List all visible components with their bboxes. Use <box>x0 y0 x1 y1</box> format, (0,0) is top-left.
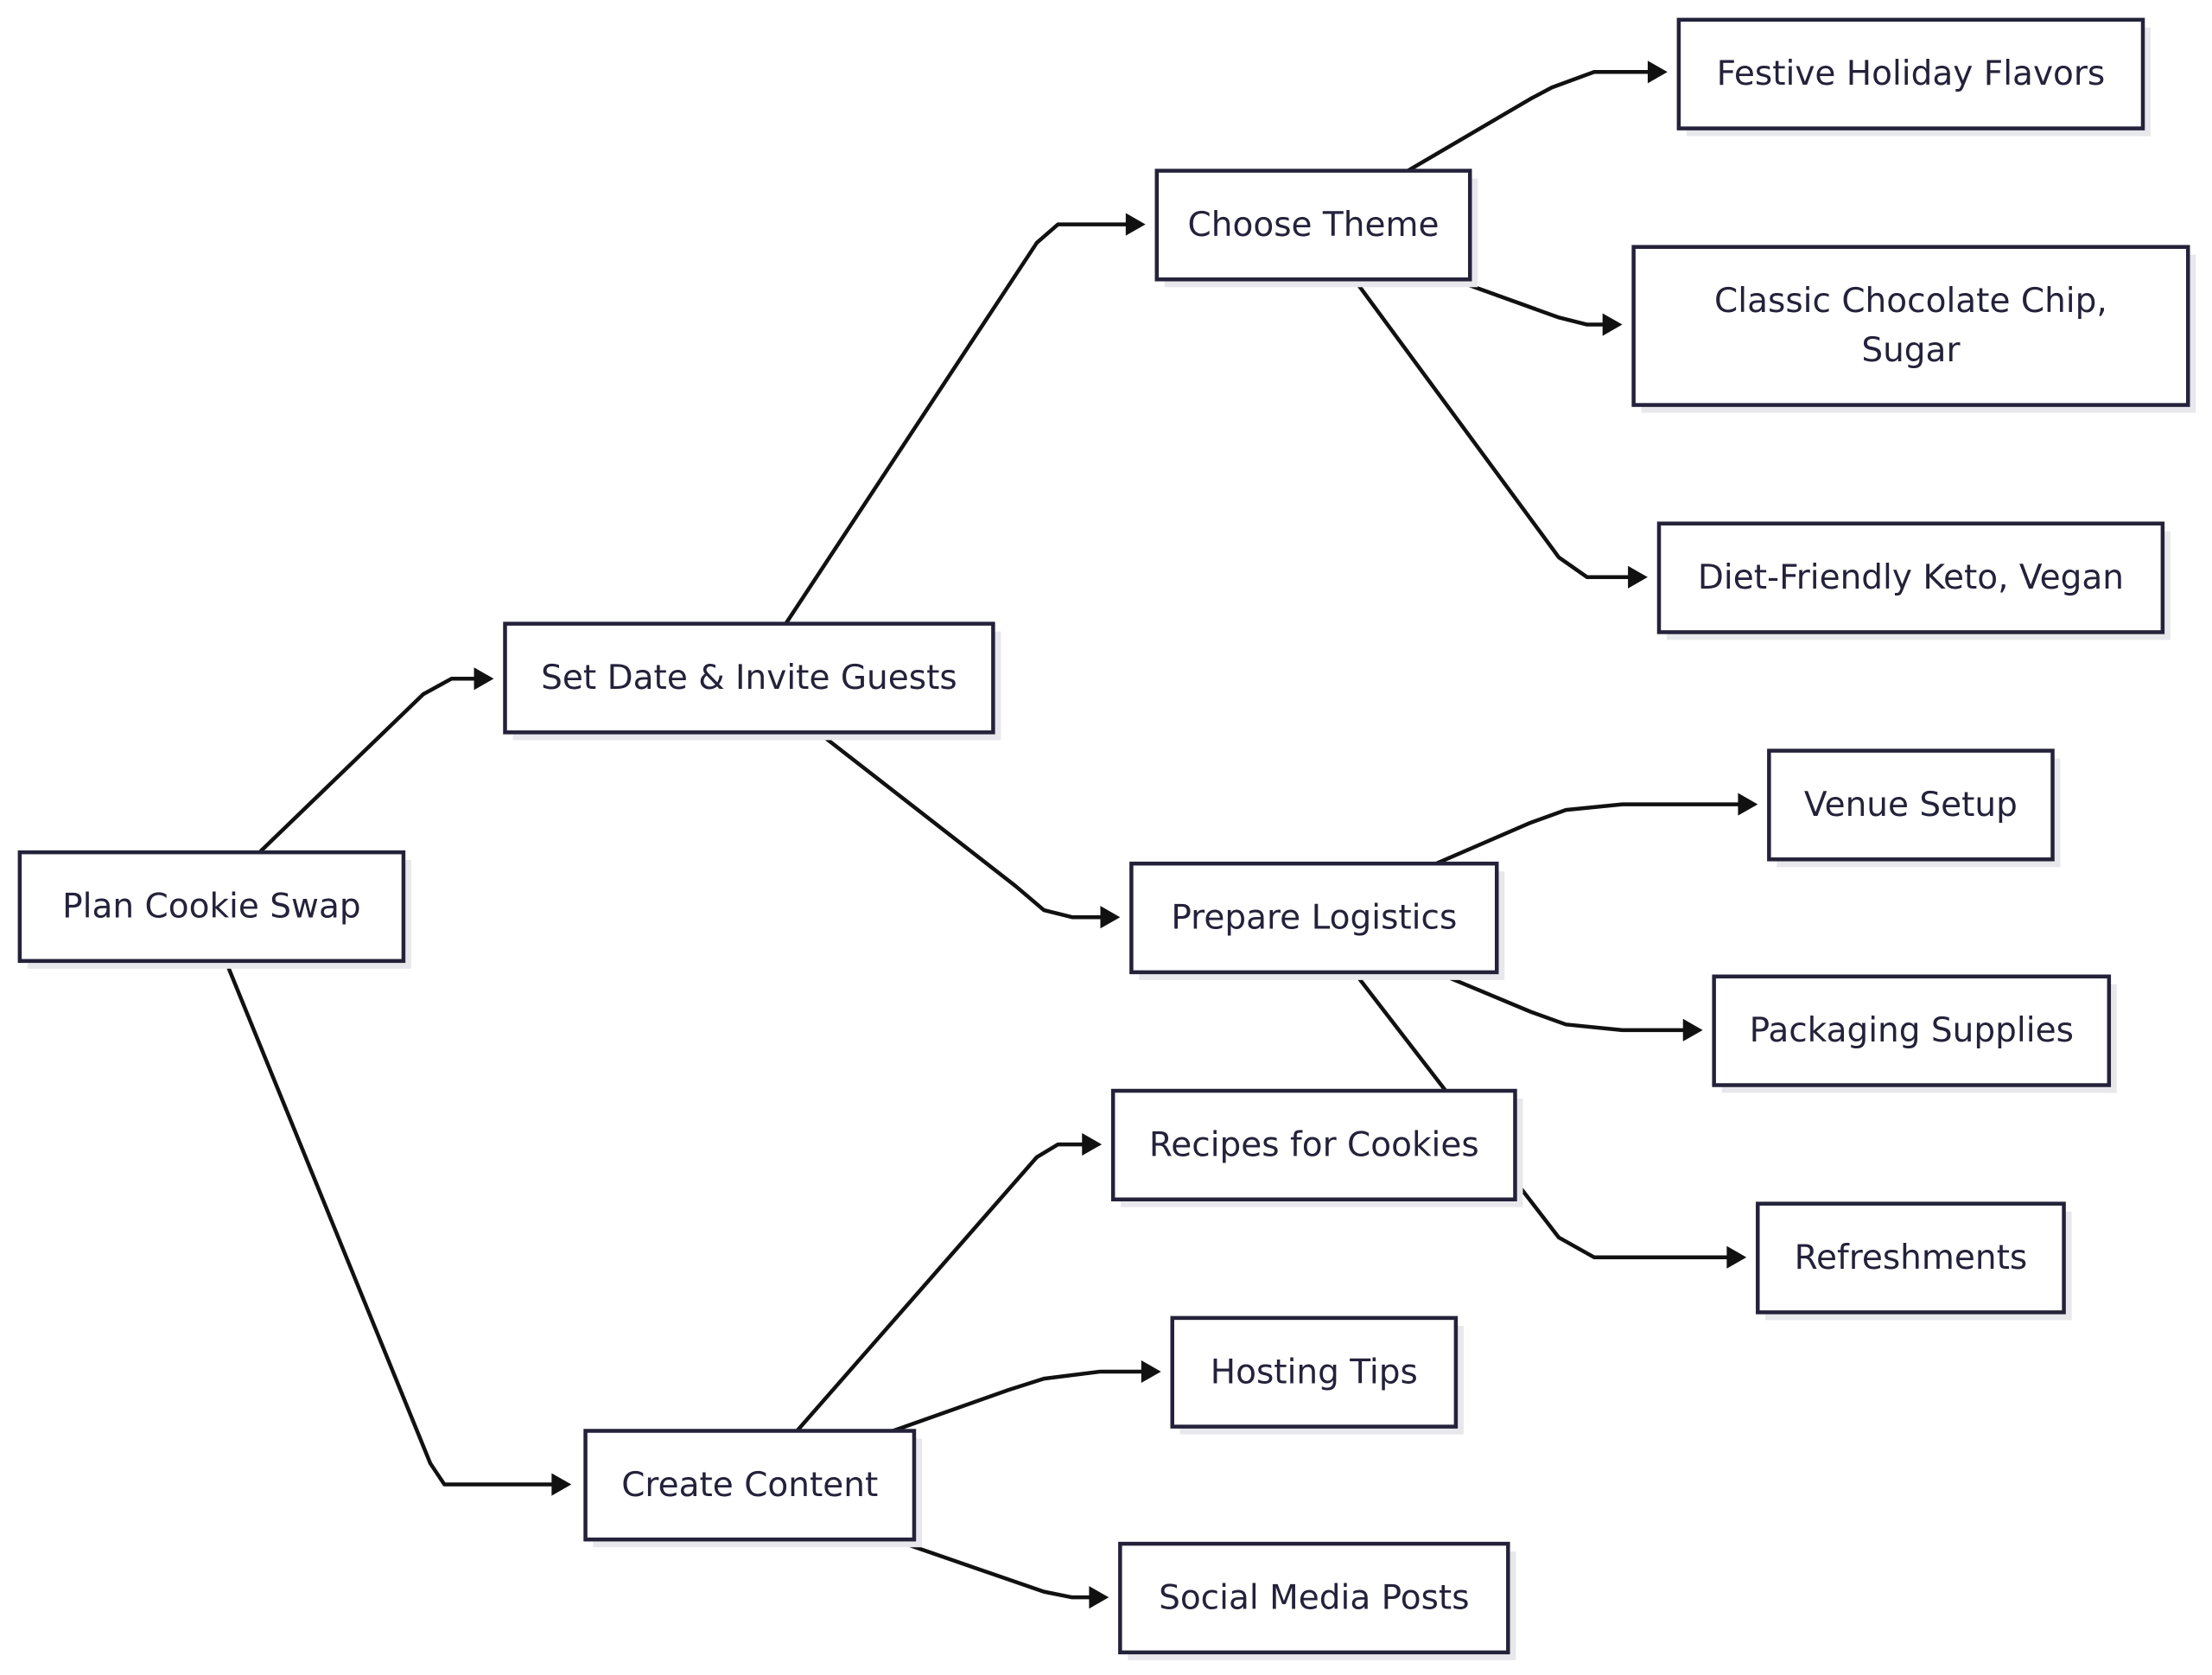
node-label: Festive Holiday Flavors <box>1717 54 2106 93</box>
nodes: Plan Cookie Swap Set Date & Invite Guests… <box>17 17 2196 1660</box>
edge-content-to-recipes <box>795 1142 1084 1433</box>
arrowhead-theme-to-classic <box>1602 313 1623 336</box>
node-box <box>1767 748 2055 862</box>
edge-setdate-to-theme <box>784 222 1128 626</box>
node-label: Sugar <box>1861 331 1961 370</box>
node-label: Choose Theme <box>1188 206 1440 245</box>
node-label: Classic Chocolate Chip, <box>1714 282 2107 321</box>
arrowhead-plan-to-setdate <box>474 667 494 691</box>
node-prepare-logistics: Prepare Logistics <box>1129 861 1505 980</box>
node-plan-cookie-swap: Plan Cookie Swap <box>17 850 411 969</box>
node-label: Set Date & Invite Guests <box>541 659 957 697</box>
arrowhead-content-to-hosting <box>1141 1360 1161 1383</box>
node-label: Hosting Tips <box>1211 1353 1418 1392</box>
node-hosting-tips: Hosting Tips <box>1170 1315 1464 1435</box>
node-social-media-posts: Social Media Posts <box>1118 1541 1516 1660</box>
node-festive-holiday-flavors: Festive Holiday Flavors <box>1676 17 2151 137</box>
arrowhead-theme-to-festive <box>1647 61 1668 84</box>
node-label: Packaging Supplies <box>1750 1011 2074 1050</box>
node-box <box>1631 245 2190 407</box>
edge-plan-to-setdate <box>258 677 476 853</box>
edge-content-to-hosting <box>891 1369 1144 1433</box>
node-diet-friendly-keto-vegan: Diet-Friendly Keto, Vegan <box>1656 521 2171 640</box>
edge-setdate-to-logistics <box>816 730 1103 920</box>
node-box <box>583 1429 917 1542</box>
arrowhead-theme-to-diet <box>1628 565 1648 589</box>
node-create-content: Create Content <box>583 1429 922 1548</box>
node-packaging-supplies: Packaging Supplies <box>1712 974 2117 1093</box>
arrowhead-setdate-to-theme <box>1125 213 1146 236</box>
edge-logistics-to-packaging <box>1433 970 1686 1033</box>
node-label: Refreshments <box>1795 1239 2028 1277</box>
node-box <box>1118 1541 1510 1655</box>
node-label: Social Media Posts <box>1159 1578 1469 1617</box>
node-box <box>1170 1315 1459 1429</box>
arrowhead-logistics-to-venue <box>1738 793 1758 816</box>
arrowhead-plan-to-content <box>551 1473 572 1496</box>
edges <box>223 61 1758 1609</box>
node-box <box>503 621 995 735</box>
node-label: Prepare Logistics <box>1171 899 1457 938</box>
node-box <box>1676 17 2145 131</box>
node-label: Diet-Friendly Keto, Vegan <box>1698 558 2124 597</box>
node-box <box>1656 521 2165 634</box>
node-label: Recipes for Cookies <box>1149 1125 1479 1164</box>
node-box <box>1129 861 1499 975</box>
node-recipes-for-cookies: Recipes for Cookies <box>1110 1088 1523 1207</box>
node-refreshments: Refreshments <box>1756 1201 2072 1321</box>
edge-theme-to-festive <box>1406 70 1650 173</box>
node-label: Create Content <box>621 1466 878 1505</box>
edge-theme-to-diet <box>1352 277 1630 580</box>
node-classic-chocolate-chip-sugar: Classic Chocolate Chip, Sugar <box>1631 245 2196 413</box>
edge-logistics-to-venue <box>1433 802 1740 866</box>
node-box <box>1756 1201 2066 1315</box>
node-label: Venue Setup <box>1804 786 2018 825</box>
node-set-date-invite-guests: Set Date & Invite Guests <box>503 621 1001 741</box>
node-box <box>17 850 406 964</box>
node-venue-setup: Venue Setup <box>1767 748 2061 868</box>
arrowhead-logistics-to-packaging <box>1682 1018 1703 1041</box>
arrowhead-logistics-to-refresh <box>1726 1245 1747 1269</box>
node-box <box>1110 1088 1517 1202</box>
arrowhead-setdate-to-logistics <box>1100 906 1121 929</box>
edge-theme-to-classic <box>1451 277 1605 327</box>
node-choose-theme: Choose Theme <box>1154 169 1478 288</box>
arrowhead-content-to-social <box>1089 1586 1109 1609</box>
node-box <box>1154 169 1472 282</box>
node-label: Plan Cookie Swap <box>62 887 360 926</box>
edge-content-to-social <box>891 1537 1091 1600</box>
edge-plan-to-content <box>223 959 554 1487</box>
node-box <box>1712 974 2112 1087</box>
arrowhead-content-to-recipes <box>1082 1133 1103 1156</box>
